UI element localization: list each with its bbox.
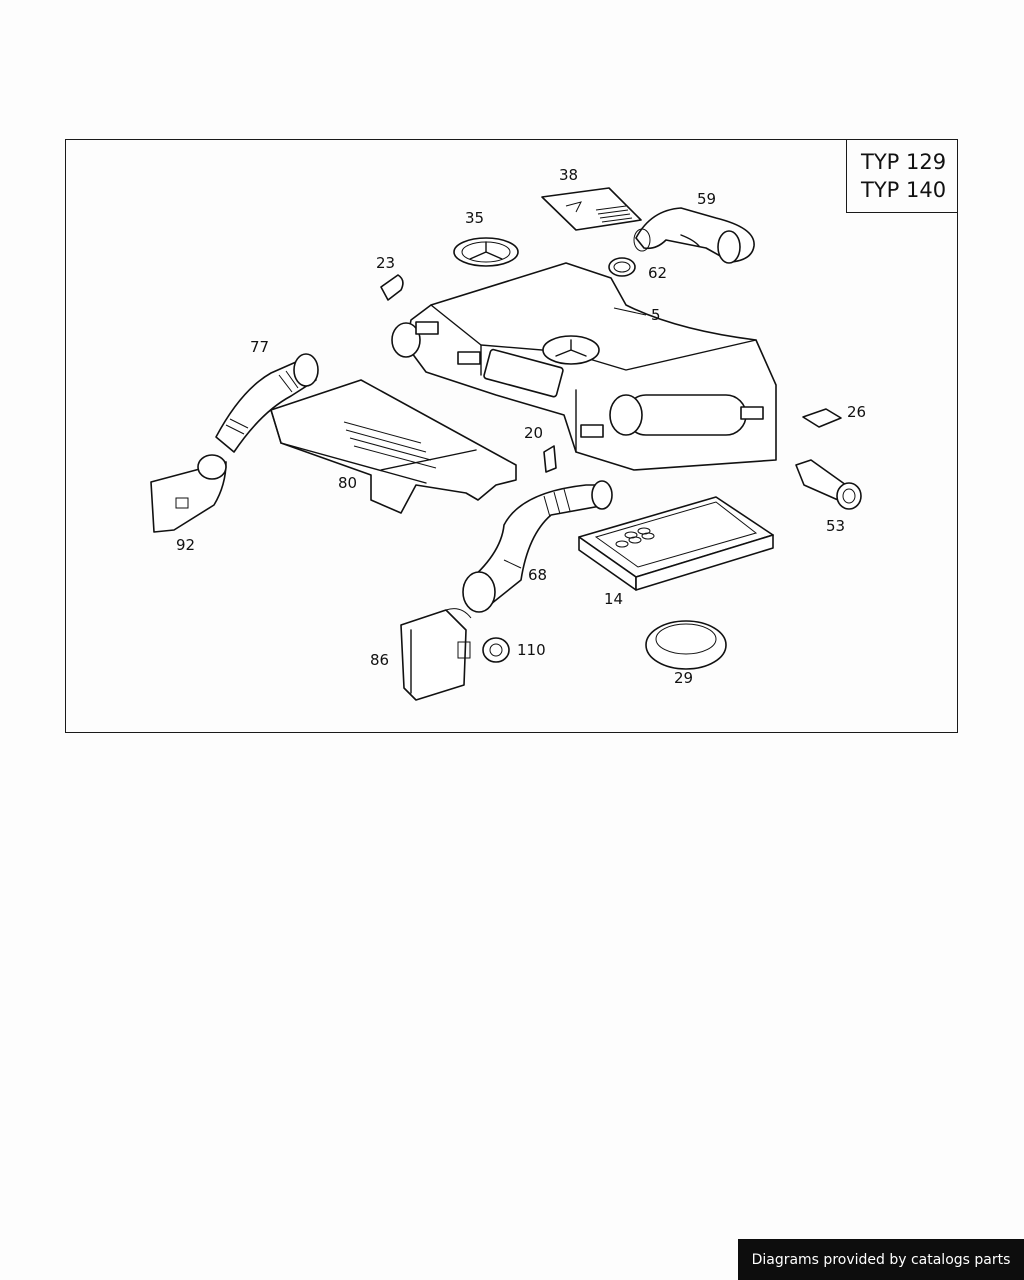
callout-23: 23 <box>376 254 395 272</box>
parts-diagram: 5 14 20 23 26 29 35 38 53 59 62 68 77 80… <box>65 139 958 733</box>
callout-86: 86 <box>370 651 389 669</box>
callout-29: 29 <box>674 669 693 687</box>
part-68-intake-hose[interactable] <box>462 480 613 613</box>
part-92-intake-scoop[interactable] <box>150 454 227 533</box>
callout-59: 59 <box>697 190 716 208</box>
part-53-sensor[interactable] <box>795 459 862 510</box>
callout-20: 20 <box>524 424 543 442</box>
part-86-control-unit[interactable] <box>400 608 472 701</box>
callout-92: 92 <box>176 536 195 554</box>
callout-53: 53 <box>826 517 845 535</box>
callout-80: 80 <box>338 474 357 492</box>
part-80-tray[interactable] <box>270 379 517 514</box>
part-110-plug[interactable] <box>482 637 510 663</box>
part-29-seal-ring[interactable] <box>645 620 727 670</box>
callout-5: 5 <box>651 306 661 324</box>
part-62-hose-clamp[interactable] <box>608 257 636 277</box>
part-23-clip[interactable] <box>380 274 404 301</box>
callout-35: 35 <box>465 209 484 227</box>
part-77-intake-hose[interactable] <box>215 353 319 453</box>
callout-14: 14 <box>604 590 623 608</box>
footer-banner: Diagrams provided by catalogs parts <box>738 1239 1024 1280</box>
callout-77: 77 <box>250 338 269 356</box>
model-type-line-1: TYP 129 <box>861 150 947 174</box>
part-14-air-filter-element[interactable] <box>578 496 774 591</box>
model-type-line-2: TYP 140 <box>861 178 947 202</box>
callout-38: 38 <box>559 166 578 184</box>
part-59-intake-duct[interactable] <box>633 207 755 264</box>
footer-text: Diagrams provided by catalogs parts <box>751 1251 1011 1268</box>
callout-110: 110 <box>517 641 546 659</box>
part-20-clip[interactable] <box>543 445 557 473</box>
part-35-star-emblem[interactable] <box>453 237 519 267</box>
leader-lines <box>613 307 647 316</box>
callout-26: 26 <box>847 403 866 421</box>
callout-62: 62 <box>648 264 667 282</box>
exploded-view-drawing: 5 14 20 23 26 29 35 38 53 59 62 68 77 80… <box>150 166 866 701</box>
model-type-box: TYP 129 TYP 140 <box>846 139 958 213</box>
part-26-bracket[interactable] <box>802 408 842 428</box>
callout-68: 68 <box>528 566 547 584</box>
part-5-air-filter-housing[interactable] <box>391 262 777 471</box>
part-38-decal[interactable] <box>541 187 642 231</box>
